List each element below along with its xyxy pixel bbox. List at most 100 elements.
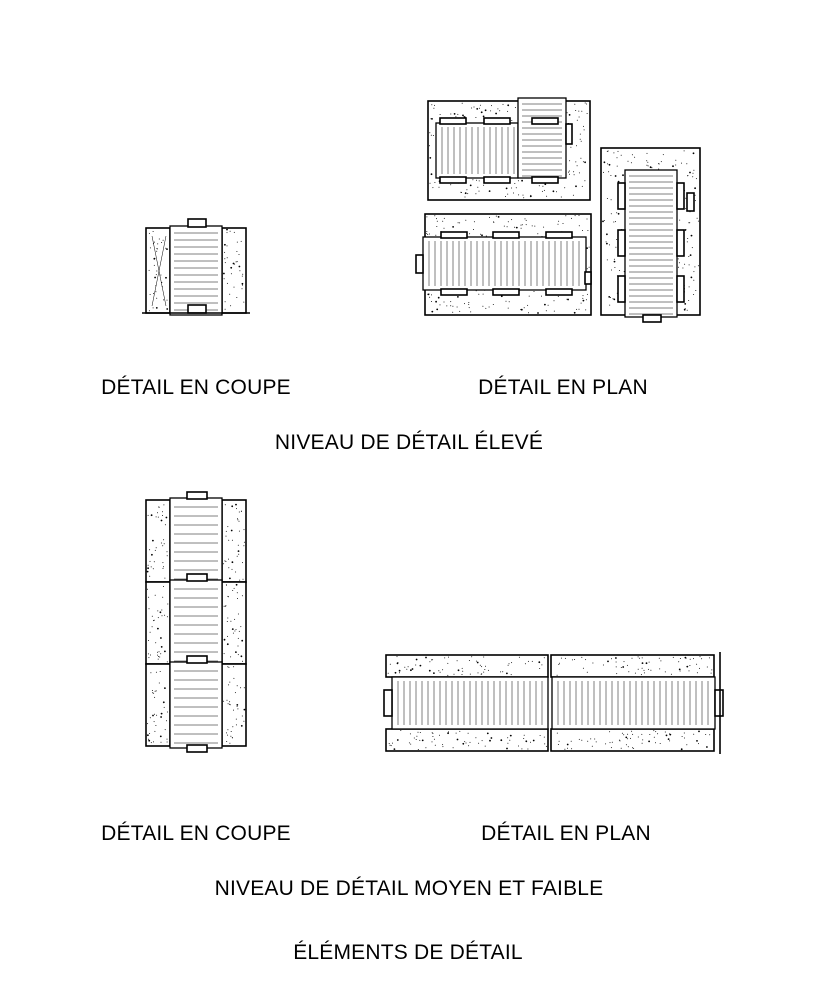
stipple-dot bbox=[229, 293, 231, 295]
stipple-dot bbox=[234, 692, 236, 694]
stipple-dot bbox=[507, 742, 509, 744]
stipple-dot bbox=[543, 736, 545, 738]
stipple-dot bbox=[609, 244, 610, 246]
stipple-dot bbox=[155, 690, 157, 692]
stipple-dot bbox=[562, 223, 564, 224]
stipple-dot bbox=[649, 734, 651, 735]
stipple-dot bbox=[166, 551, 168, 553]
stipple-dot bbox=[236, 685, 238, 687]
stipple-dot bbox=[237, 613, 239, 615]
stipple-dot bbox=[520, 227, 522, 229]
tongue-tab bbox=[617, 275, 626, 303]
stipple-dot bbox=[584, 102, 586, 104]
stipple-dot bbox=[507, 193, 509, 195]
gypsum-panel bbox=[221, 227, 247, 314]
stipple-dot bbox=[436, 220, 438, 222]
stipple-dot bbox=[665, 734, 668, 737]
stipple-dot bbox=[683, 732, 685, 734]
stipple-dot bbox=[647, 165, 649, 167]
stipple-dot bbox=[478, 190, 480, 192]
stipple-dot bbox=[556, 674, 558, 676]
stipple-dot bbox=[608, 163, 611, 166]
stipple-dot bbox=[226, 732, 227, 734]
stipple-dot bbox=[160, 646, 163, 648]
stipple-dot bbox=[161, 242, 163, 243]
stipple-dot bbox=[452, 311, 454, 313]
stipple-dot bbox=[457, 113, 459, 115]
stipple-dot bbox=[688, 222, 690, 224]
stipple-dot bbox=[638, 657, 640, 659]
stipple-dot bbox=[558, 664, 560, 665]
stipple-dot bbox=[235, 651, 237, 653]
stipple-dot bbox=[431, 732, 433, 734]
stipple-dot bbox=[611, 658, 612, 660]
stipple-dot bbox=[468, 307, 470, 309]
stipple-dot bbox=[225, 530, 227, 532]
stipple-dot bbox=[242, 660, 243, 662]
stipple-dot bbox=[478, 742, 480, 744]
stipple-dot bbox=[233, 286, 235, 288]
stipple-dot bbox=[234, 630, 236, 632]
stipple-dot bbox=[238, 553, 240, 555]
stipple-dot bbox=[694, 266, 696, 268]
stipple-dot bbox=[541, 190, 543, 192]
stipple-dot bbox=[164, 650, 166, 653]
stipple-dot bbox=[162, 701, 165, 704]
stipple-dot bbox=[696, 663, 698, 665]
stipple-dot bbox=[149, 294, 151, 295]
stipple-dot bbox=[587, 740, 589, 742]
stipple-dot bbox=[500, 671, 502, 673]
stipple-dot bbox=[580, 302, 582, 304]
stipple-dot bbox=[657, 733, 659, 735]
stipple-dot bbox=[233, 587, 235, 589]
tongue-tab bbox=[642, 314, 662, 323]
stipple-dot bbox=[616, 165, 618, 167]
gypsum-panel bbox=[145, 227, 171, 314]
stipple-dot bbox=[582, 230, 583, 231]
tongue-tab bbox=[584, 271, 592, 285]
stipple-dot bbox=[539, 735, 541, 736]
stipple-dot bbox=[392, 742, 393, 744]
stipple-dot bbox=[623, 734, 625, 736]
stipple-dot bbox=[497, 216, 500, 218]
medium-detail-plan-row bbox=[383, 652, 724, 754]
stipple-dot bbox=[511, 662, 513, 664]
stipple-dot bbox=[410, 669, 412, 672]
stipple-dot bbox=[408, 742, 410, 744]
stipple-dot bbox=[546, 195, 548, 197]
stipple-dot bbox=[150, 514, 153, 517]
stipple-dot bbox=[238, 630, 240, 632]
stipple-dot bbox=[147, 588, 148, 590]
stipple-dot bbox=[696, 217, 698, 219]
tongue-tab bbox=[531, 176, 559, 184]
stipple-dot bbox=[166, 299, 168, 301]
stipple-dot bbox=[588, 266, 590, 268]
stipple-dot bbox=[527, 660, 529, 662]
stipple-dot bbox=[478, 293, 480, 295]
stipple-dot bbox=[148, 596, 150, 598]
stipple-dot bbox=[481, 673, 483, 675]
stipple-dot bbox=[477, 186, 479, 188]
stipple-dot bbox=[689, 222, 691, 224]
stipple-dot bbox=[242, 273, 244, 275]
stipple-dot bbox=[238, 530, 240, 532]
stipple-dot bbox=[610, 297, 611, 298]
stipple-dot bbox=[162, 515, 163, 516]
stipple-dot bbox=[694, 200, 696, 202]
stipple-dot bbox=[576, 308, 578, 310]
stipple-dot bbox=[452, 747, 454, 749]
stipple-dot bbox=[544, 303, 546, 306]
stipple-dot bbox=[159, 611, 162, 614]
stipple-dot bbox=[571, 217, 572, 219]
stipple-dot bbox=[415, 658, 418, 661]
stipple-dot bbox=[227, 729, 229, 731]
stipple-dot bbox=[235, 503, 237, 506]
stipple-dot bbox=[511, 187, 513, 189]
stipple-dot bbox=[390, 745, 392, 747]
stipple-dot bbox=[432, 135, 434, 136]
stipple-dot bbox=[499, 110, 501, 112]
stipple-dot bbox=[655, 742, 656, 744]
stipple-dot bbox=[592, 662, 594, 664]
stipple-dot bbox=[459, 222, 461, 224]
stipple-dot bbox=[500, 739, 503, 742]
